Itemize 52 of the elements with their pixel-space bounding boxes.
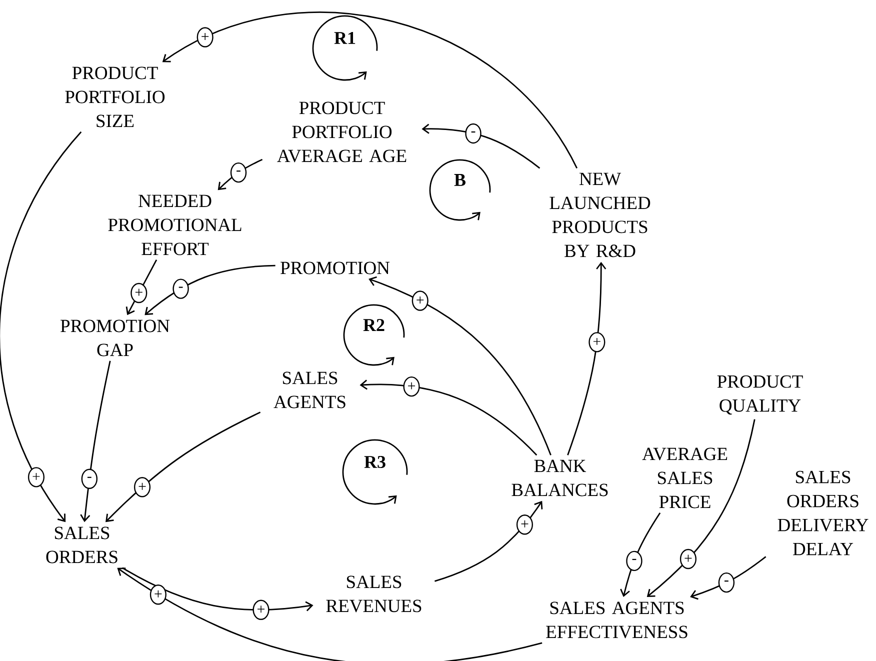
polarity-sign: - — [230, 162, 247, 183]
arrow — [422, 124, 540, 169]
variable-label: BANK BALANCES — [512, 460, 608, 496]
loop-label: R1 — [334, 32, 356, 44]
polarity-sign: - — [718, 572, 735, 593]
arrow — [106, 412, 261, 522]
polarity-sign: + — [150, 584, 166, 605]
polarity-sign: + — [680, 548, 696, 570]
arrow — [646, 419, 756, 598]
polarity-sign: + — [403, 376, 420, 397]
arrow — [117, 568, 542, 661]
loop-label: R2 — [363, 319, 384, 331]
variable-label: AVERAGE SALES PRICE — [642, 448, 728, 508]
variable-label: PROMOTION GAP — [60, 320, 170, 356]
loop-label: R3 — [364, 456, 386, 468]
arrow — [126, 260, 158, 316]
arrow — [368, 276, 552, 456]
polarity-sign: + — [134, 477, 151, 498]
polarity-sign: - — [626, 550, 642, 572]
polarity-sign: + — [28, 467, 44, 488]
variable-label: PRODUCT QUALITY — [717, 375, 803, 415]
polarity-sign: + — [130, 282, 148, 304]
arrow — [567, 262, 606, 456]
arrow — [434, 500, 543, 582]
arrow — [144, 264, 276, 316]
variable-label: NEEDED PROMOTIONAL EFFORT — [108, 194, 242, 256]
polarity-sign: - — [81, 468, 98, 489]
variable-label: PROMOTION — [280, 262, 390, 274]
arrow — [620, 512, 661, 598]
variable-label: SALES ORDERS DELIVERY DELAY — [778, 470, 868, 556]
variable-label: PRODUCT PORTFOLIO AVERAGE AGE — [277, 102, 406, 162]
arrow — [690, 556, 766, 600]
polarity-sign: + — [196, 27, 214, 48]
arrow — [360, 380, 538, 456]
arrow — [80, 360, 111, 522]
polarity-sign: + — [588, 332, 606, 352]
polarity-sign: - — [465, 123, 482, 144]
variable-label: NEW LAUNCHED PRODUCTS BY R&D — [550, 172, 650, 258]
variable-label: PRODUCT PORTFOLIO SIZE — [65, 66, 165, 128]
arrow — [162, 12, 578, 168]
polarity-sign: + — [252, 600, 270, 620]
arrow — [218, 158, 263, 190]
arrow — [122, 567, 314, 612]
variable-label: SALES ORDERS — [46, 526, 118, 564]
polarity-sign: + — [412, 290, 428, 311]
arrow — [0, 131, 82, 522]
variable-label: SALES AGENTS — [274, 372, 346, 408]
polarity-sign: - — [172, 278, 189, 299]
variable-label: SALES AGENTS EFFECTIVENESS — [546, 602, 688, 638]
variable-label: SALES REVENUES — [326, 576, 422, 612]
loop-label: B — [454, 174, 466, 186]
polarity-sign: + — [516, 514, 533, 535]
